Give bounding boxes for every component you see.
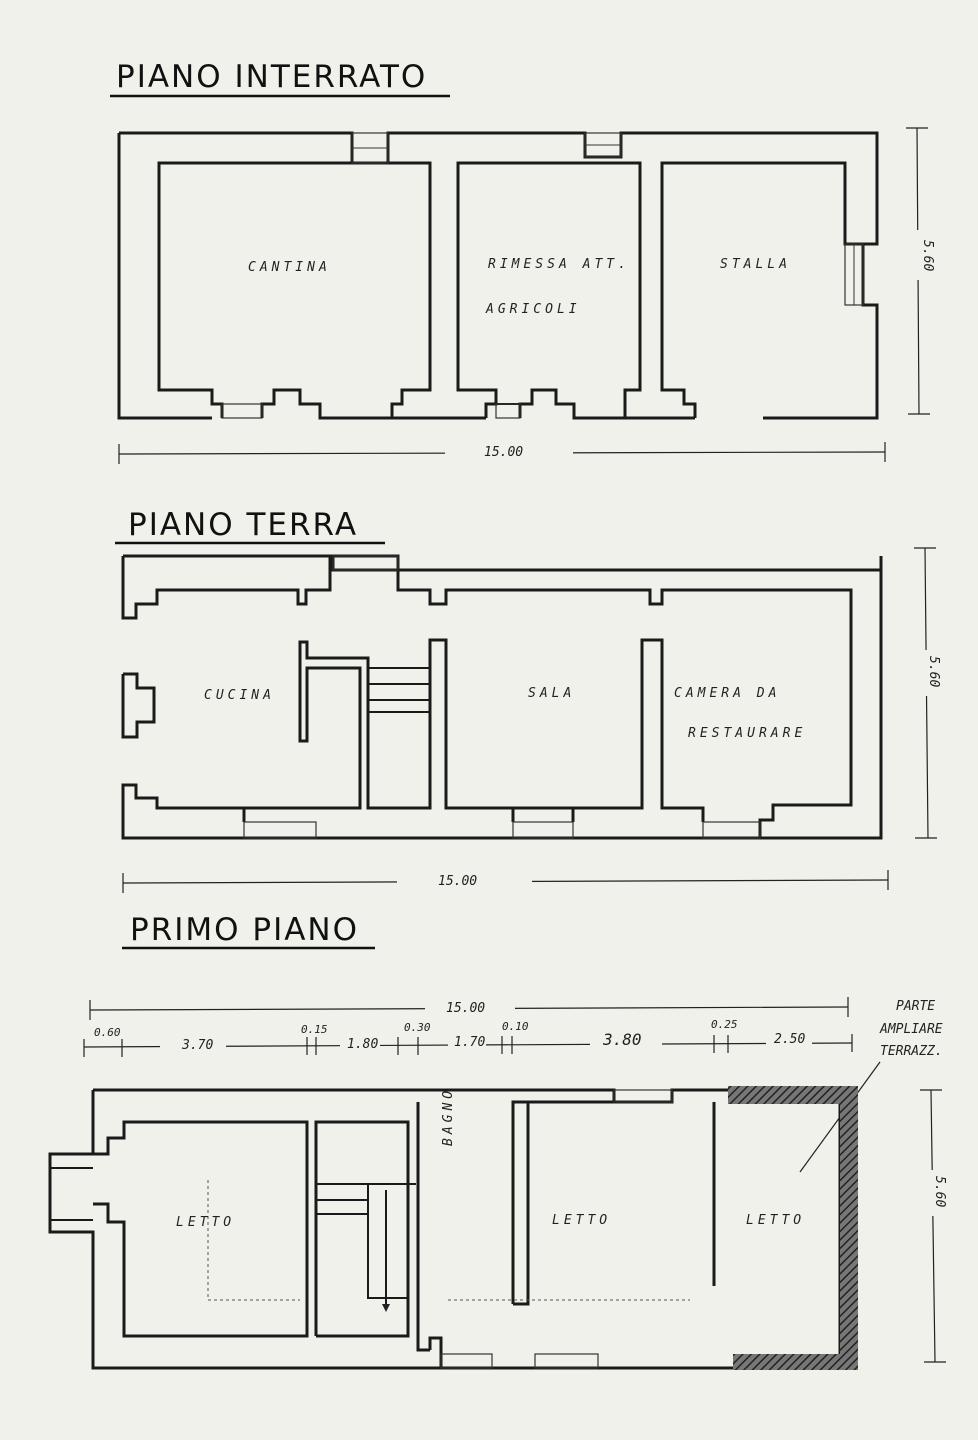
window [332, 555, 399, 571]
room-label-rimessa: RIMESSA ATT. [488, 257, 630, 272]
plan-primo: PRIMO PIANO 15.00 0.60 3.70 0. [48, 912, 947, 1370]
outer-wall-top [93, 1088, 733, 1104]
note-line-1: PARTE [896, 999, 935, 1014]
wall-stalla [660, 161, 863, 418]
window [243, 821, 317, 839]
dimension-gap [340, 1036, 380, 1052]
depth-label-primo: 5.60 [932, 1176, 947, 1207]
segment-label: 0.30 [404, 1021, 431, 1034]
outer-wall-frame [121, 556, 398, 620]
dimension-gap [908, 230, 930, 280]
window [440, 1353, 493, 1369]
title-interrato: PIANO INTERRATO [116, 59, 427, 95]
room-label-agricoli: AGRICOLI [485, 302, 581, 317]
wall-letto-3 [728, 1088, 857, 1370]
stair-box [367, 1183, 409, 1299]
dimension-gap [915, 650, 937, 696]
segment-label: 3.80 [602, 1030, 642, 1049]
segment-label: 0.15 [301, 1023, 328, 1036]
window [221, 403, 263, 419]
note-line-3: TERRAZZ. [880, 1044, 943, 1059]
width-label-primo: 15.00 [446, 1001, 485, 1016]
title-terra: PIANO TERRA [128, 507, 358, 543]
segment-label: 0.60 [94, 1026, 121, 1039]
wall-cucina [242, 638, 515, 822]
outer-wall-left [117, 133, 212, 420]
wall-rimessa-door [518, 388, 625, 420]
dimension-gap [160, 1036, 226, 1052]
window [534, 1353, 599, 1369]
wall-letto-2-inner [513, 1102, 530, 1306]
room-label-restaurare: RESTAURARE [688, 726, 806, 741]
depth-label-interrato: 5.60 [920, 240, 935, 271]
dimension-gap [922, 1170, 944, 1216]
segment-label: 0.10 [502, 1020, 529, 1033]
note-line-2: AMPLIARE [879, 1022, 943, 1037]
wall-letto-1 [93, 1120, 309, 1338]
wall-rimessa [456, 161, 642, 418]
wall-top-inner [396, 570, 853, 838]
stair-arrow-head [382, 1304, 390, 1312]
wall-stair [314, 1120, 410, 1338]
room-label-bagno: BAGNO [441, 1087, 456, 1146]
room-label-letto-1: LETTO [176, 1215, 235, 1230]
hatched-wall [840, 1086, 858, 1370]
hatched-wall [728, 1086, 855, 1104]
window [613, 1089, 673, 1103]
wall-letto-3-inner [740, 1100, 842, 1358]
wall-sala [511, 638, 705, 822]
room-label-letto-2: LETTO [552, 1213, 611, 1228]
plan-terra: PIANO TERRA CUCINA SALA CAMERA DA RESTAU… [115, 507, 941, 893]
outer-wall [48, 1090, 733, 1370]
dimension-gap [397, 870, 532, 892]
wall-bottom-windows [428, 1336, 443, 1368]
window [702, 821, 761, 839]
segment-label: 0.25 [711, 1018, 738, 1031]
room-label-cantina: CANTINA [248, 260, 331, 275]
segment-label: 1.70 [454, 1035, 485, 1050]
dimension-line [930, 1089, 936, 1363]
wall-cantina-door [260, 388, 392, 420]
wall-niche [121, 672, 156, 739]
width-label-terra: 15.00 [438, 874, 477, 889]
room-label-cucina: CUCINA [204, 688, 275, 703]
outer-wall-right [121, 556, 883, 840]
wall-letto-2 [511, 1100, 614, 1304]
segment-label: 3.70 [181, 1038, 213, 1053]
plan-interrato: PIANO INTERRATO CANTINA RIMESSA ATT. AGR… [110, 59, 935, 464]
window [512, 821, 574, 839]
room-label-sala: SALA [528, 686, 575, 701]
window [495, 403, 521, 419]
wall-bagno [416, 1102, 430, 1352]
wall-cantina-box [157, 161, 352, 418]
dimension-gap [445, 442, 573, 464]
room-label-stalla: STALLA [720, 257, 791, 272]
wall-cantina-right [388, 161, 486, 420]
segment-ticks [83, 1034, 853, 1057]
dimension-gap [425, 996, 515, 1018]
title-primo: PRIMO PIANO [130, 912, 359, 948]
segment-label: 2.50 [774, 1032, 805, 1047]
depth-label-terra: 5.60 [926, 656, 941, 687]
hatched-wall [733, 1354, 858, 1370]
segment-label: 1.80 [347, 1037, 378, 1052]
dimension-gap [448, 1034, 486, 1050]
room-label-camera: CAMERA DA [674, 686, 780, 701]
dimension-gap [766, 1031, 812, 1047]
width-label-interrato: 15.00 [484, 445, 523, 460]
outer-wall [123, 554, 883, 572]
dimension-gap [590, 1032, 662, 1050]
room-label-letto-3: LETTO [746, 1213, 805, 1228]
furniture-outline [207, 1180, 300, 1301]
outer-wall [119, 131, 879, 420]
